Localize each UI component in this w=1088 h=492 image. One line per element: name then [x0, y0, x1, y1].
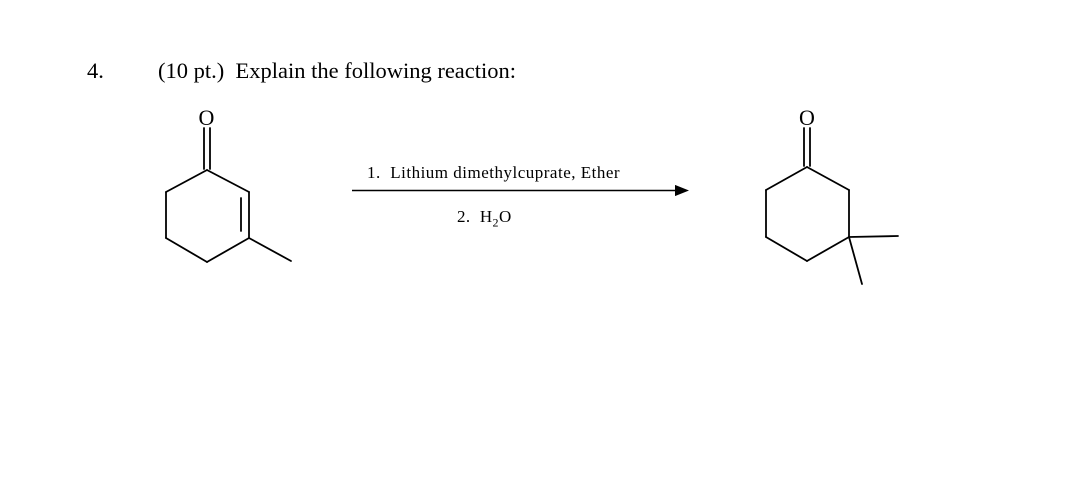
- reagent-step-2-subscript: 2: [492, 215, 499, 230]
- reactant-bond-line: [248, 237, 292, 262]
- question-prompt: (10 pt.) Explain the following reaction:: [158, 58, 517, 83]
- reactant-structure: [165, 127, 292, 263]
- reactant-oxygen-label: O: [199, 105, 215, 130]
- reagent-step-1: 1. Lithium dimethylcuprate, Ether: [367, 163, 621, 182]
- product-structure: [765, 127, 899, 285]
- reactant-bond-line: [165, 169, 208, 193]
- reagent-step-2-suffix: O: [498, 207, 512, 226]
- product-bond-line: [848, 235, 899, 238]
- product-bond-line: [848, 236, 863, 285]
- reactant-bond-line: [206, 169, 250, 193]
- product-oxygen-label: O: [799, 105, 815, 130]
- product-bond-line: [806, 236, 850, 262]
- reagent-step-2: 2. H2O: [457, 207, 512, 230]
- question-number: 4.: [87, 58, 104, 83]
- reactant-bond-line: [165, 237, 208, 263]
- product-bond-line: [765, 236, 808, 262]
- product-bond-line: [806, 166, 850, 191]
- reagent-step-2-prefix: 2. H: [457, 207, 493, 226]
- product-bond-line: [765, 166, 808, 191]
- reactant-bond-line: [206, 237, 250, 263]
